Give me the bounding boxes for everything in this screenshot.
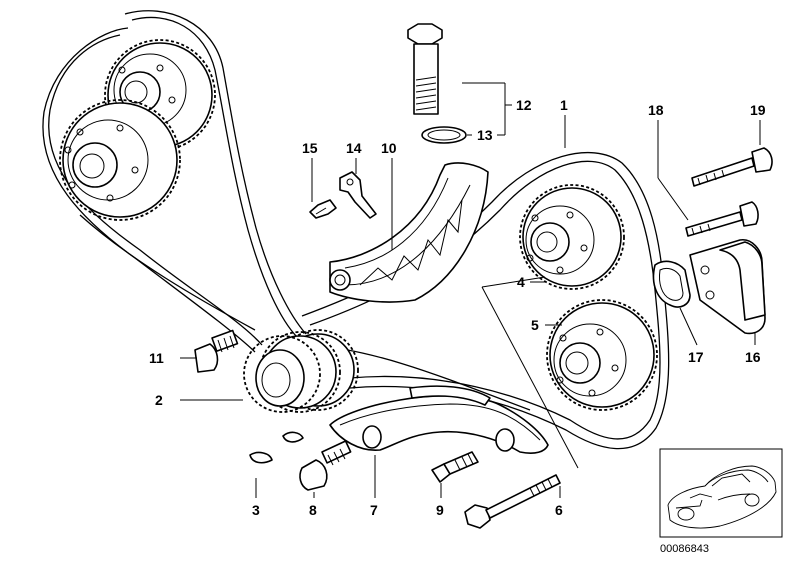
label-3: 3 [252, 502, 260, 518]
tensioner-rail-bolt [299, 440, 352, 491]
label-15: 15 [302, 140, 318, 156]
label-18: 18 [648, 102, 664, 118]
label-13: 13 [477, 127, 493, 143]
label-11: 11 [149, 350, 164, 366]
label-16: 16 [745, 349, 761, 365]
rail-mounting-bolt [431, 451, 479, 483]
tensioner-plug-bolt [407, 23, 443, 115]
thumbnail-frame [659, 448, 783, 538]
guide-rail-bolt-small [309, 199, 337, 219]
label-7: 7 [370, 502, 378, 518]
label-5: 5 [531, 317, 539, 333]
chain-tensioner [689, 239, 766, 335]
label-8: 8 [309, 502, 317, 518]
lower-right-cam-sprocket [546, 299, 658, 411]
leader-lines [180, 82, 761, 498]
label-17: 17 [688, 349, 704, 365]
tensioner-rail [329, 385, 549, 454]
clip [339, 171, 377, 219]
car-icon [667, 465, 777, 529]
woodruff-keys [249, 431, 304, 464]
tensioner-gasket [652, 260, 691, 308]
label-14: 14 [346, 140, 362, 156]
label-4: 4 [517, 274, 525, 290]
label-12: 12 [516, 97, 532, 113]
label-1: 1 [560, 97, 568, 113]
tensioner-upper-bolt [691, 147, 773, 187]
label-19: 19 [750, 102, 766, 118]
sealing-ring [421, 126, 467, 144]
label-6: 6 [555, 502, 563, 518]
upper-right-cam-sprocket [519, 184, 625, 290]
label-10: 10 [381, 140, 397, 156]
tensioner-long-bolt [685, 201, 759, 237]
reference-code: 00086843 [660, 543, 709, 555]
label-9: 9 [436, 502, 444, 518]
left-timing-chain [42, 10, 307, 353]
crankshaft-sprocket [243, 329, 359, 413]
chain-guide-rail [329, 162, 489, 303]
long-bolt [464, 474, 561, 529]
label-2: 2 [155, 392, 163, 408]
part-labels: 1 12 13 15 14 10 18 19 4 5 11 17 16 2 3 … [149, 97, 766, 518]
lower-left-cam-sprocket [59, 99, 181, 221]
guide-pin-bolt [194, 329, 239, 373]
vehicle-thumbnail: 00086843 [659, 448, 783, 555]
